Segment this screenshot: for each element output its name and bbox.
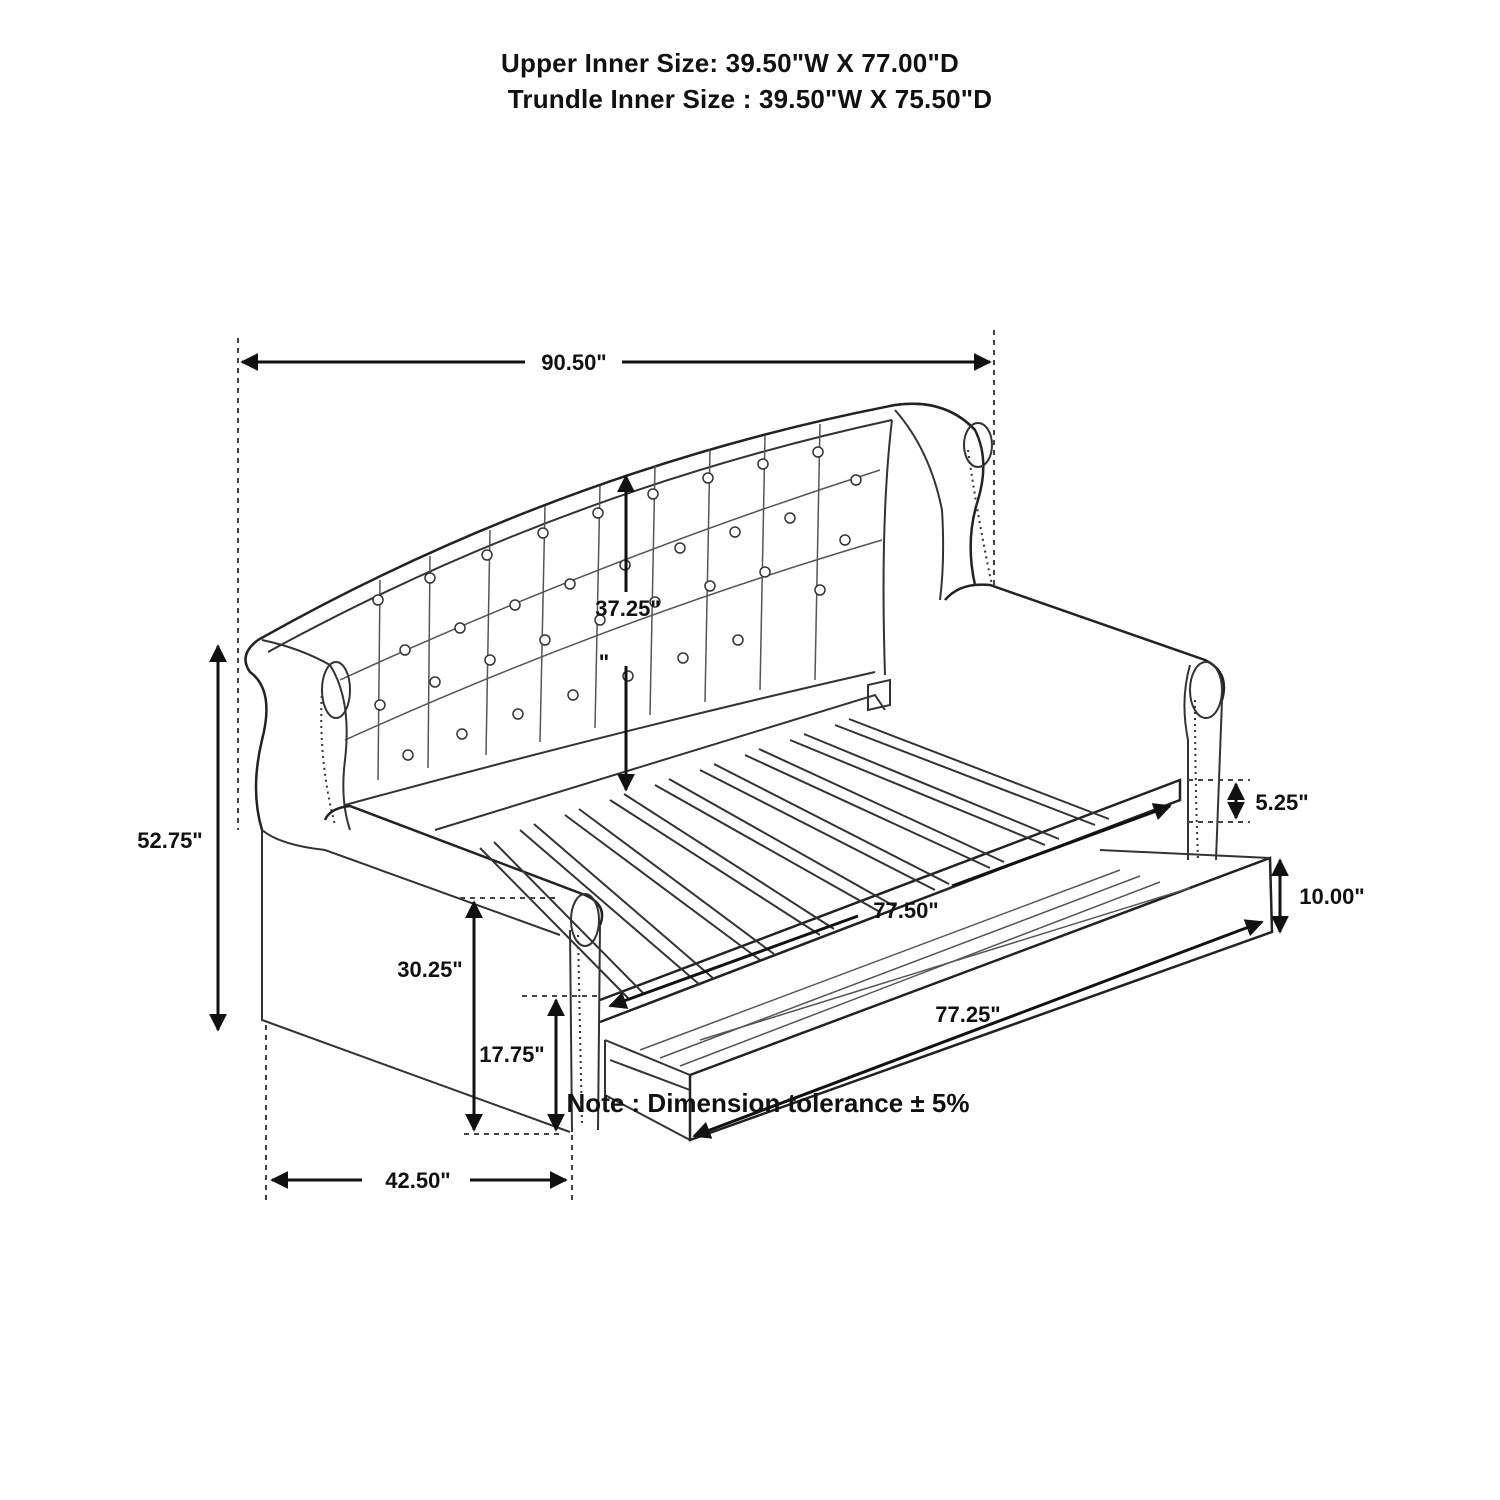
right-wing-inner (894, 409, 945, 601)
front-arm-scroll (570, 893, 600, 947)
rail-height-label: 5.25" (1255, 790, 1308, 815)
left-arm-nailhead-trim (320, 689, 336, 826)
daybed-drawing (244, 402, 1274, 1142)
dimension-tolerance-note: Note : Dimension tolerance ± 5% (566, 1088, 970, 1118)
trundle-length-label: 77.25" (935, 1002, 1000, 1027)
overall-width-label: 90.50" (541, 350, 606, 375)
front-arm-outer (261, 829, 561, 936)
left-wing-front (261, 639, 351, 831)
trundle-height-label: 10.00" (1299, 884, 1364, 909)
left-wing-outline (244, 639, 268, 831)
right-arm-top (944, 583, 1226, 701)
foot-rail-bracket (867, 678, 891, 712)
back-panel-inner-edge (267, 419, 893, 653)
overall-height-label: 52.75" (137, 828, 202, 853)
right-arm-scroll (1189, 661, 1223, 719)
trundle-top-edge (604, 1039, 691, 1091)
right-arm-front-face (1183, 664, 1191, 860)
upper-length-label: 77.50" (873, 898, 938, 923)
seat-height-label: 17.75" (479, 1042, 544, 1067)
arm-height-label: 30.25" (397, 957, 462, 982)
front-side-rail (599, 778, 1182, 1024)
upper-slats (479, 718, 1110, 1001)
upper-inner-size-label: Upper Inner Size: 39.50"W X 77.00"D (501, 48, 959, 78)
overall-depth-label: 42.50" (385, 1168, 450, 1193)
trundle-left-side (604, 1040, 691, 1141)
front-arm-front-face (569, 924, 601, 1133)
back-panel-right-side (882, 419, 893, 676)
left-arm-scroll (321, 661, 351, 719)
trundle-inner-size-label: Trundle Inner Size : 39.50"W X 75.50"D (507, 84, 993, 114)
trundle-back-edge (1099, 849, 1271, 859)
right-arm-nailhead-trim (1194, 699, 1199, 861)
back-height-label: 37.25" (595, 596, 660, 621)
back-panel-bottom-edge (344, 671, 876, 806)
right-wing-scroll (963, 422, 993, 468)
dimension-lines (209, 330, 1289, 1200)
front-arm-nailhead-trim (577, 934, 583, 1126)
right-wing-outline (894, 402, 985, 586)
back-tufting-lines (339, 423, 883, 781)
head-rail (434, 693, 886, 831)
stray-inch-mark: " (599, 650, 609, 675)
front-arm-top (323, 804, 604, 926)
